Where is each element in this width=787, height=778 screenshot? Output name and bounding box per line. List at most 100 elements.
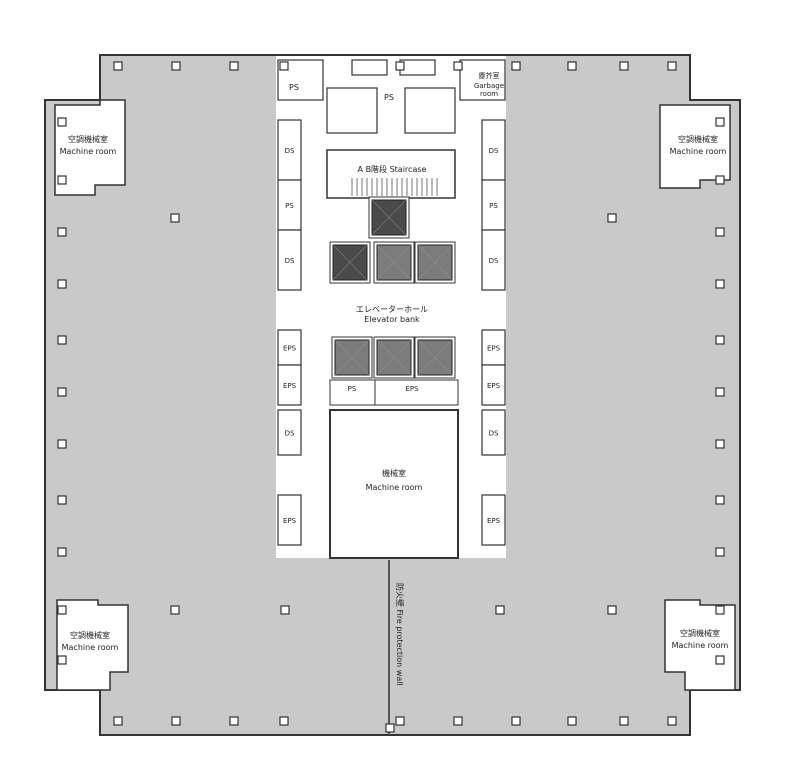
column	[715, 605, 725, 615]
column	[279, 716, 289, 726]
column	[715, 175, 725, 185]
machine-room-bottom-left: 空調機械室 Machine room	[56, 599, 129, 691]
ds-label: DS	[489, 430, 499, 438]
ds-label: DS	[285, 430, 295, 438]
ds-shaft	[277, 409, 302, 456]
machine-room-tr-jp: 空調機械室	[678, 134, 718, 144]
elevator-cross	[332, 244, 368, 281]
column	[607, 213, 617, 223]
column	[57, 227, 67, 237]
eps-room-center	[374, 379, 459, 406]
ds-label: DS	[285, 257, 295, 265]
column	[57, 439, 67, 449]
column	[57, 495, 67, 505]
staircase-label: A B階段 Staircase	[358, 164, 427, 174]
garbage-room-en2: room	[480, 90, 498, 98]
machine-room-top-left: 空調機械室 Machine room	[54, 99, 126, 196]
column	[170, 605, 180, 615]
elevator-hall-jp: エレベーターホール	[356, 305, 428, 314]
ds-label: DS	[489, 257, 499, 265]
column	[495, 605, 505, 615]
fire-protection-wall-label: 防火壁 Fire protection wall	[395, 583, 405, 686]
column	[453, 716, 463, 726]
column	[567, 716, 577, 726]
eps-label: EPS	[487, 382, 501, 390]
ds-shaft	[481, 409, 506, 456]
column	[667, 716, 677, 726]
column	[57, 335, 67, 345]
column	[715, 655, 725, 665]
machine-room-top-right: 空調機械室 Machine room	[659, 104, 731, 189]
elevator-cross	[376, 339, 412, 376]
machine-room-br-jp: 空調機械室	[680, 628, 720, 638]
column	[57, 655, 67, 665]
column	[715, 547, 725, 557]
column	[171, 61, 181, 71]
ds-label: DS	[285, 147, 295, 155]
machine-room-bl-jp: 空調機械室	[70, 630, 110, 640]
ps-label-top-left: PS	[289, 83, 299, 92]
elevator-cross	[417, 244, 453, 281]
eps-label: EPS	[283, 345, 297, 353]
column	[395, 716, 405, 726]
machine-room-center: 機械室 Machine room	[329, 409, 459, 559]
column	[171, 716, 181, 726]
ds-shaft	[277, 229, 302, 291]
ps-label-center: PS	[348, 385, 357, 393]
column	[715, 439, 725, 449]
column	[113, 716, 123, 726]
eps-shaft	[481, 494, 506, 546]
ps-label: PS	[285, 202, 294, 210]
column	[511, 61, 521, 71]
column	[57, 279, 67, 289]
elevator-cross	[334, 339, 370, 376]
column	[280, 605, 290, 615]
column	[715, 495, 725, 505]
ps-room-center	[329, 379, 376, 406]
column	[607, 605, 617, 615]
eps-shaft	[277, 494, 302, 546]
ps-label-top-center: PS	[384, 93, 394, 102]
elevator-cross	[417, 339, 453, 376]
staircase: A B階段 Staircase	[326, 149, 456, 199]
column	[57, 387, 67, 397]
machine-room-bottom-right: 空調機械室 Machine room	[664, 599, 736, 691]
machine-room-tr-en: Machine room	[670, 147, 727, 156]
eps-label: EPS	[283, 517, 297, 525]
machine-room-center-en: Machine room	[366, 483, 423, 492]
eps-label: EPS	[283, 382, 297, 390]
elevator-shafts	[329, 196, 456, 379]
column	[170, 213, 180, 223]
column	[113, 61, 123, 71]
column	[715, 279, 725, 289]
eps-shaft	[481, 364, 506, 406]
column	[715, 227, 725, 237]
column	[715, 387, 725, 397]
column	[57, 175, 67, 185]
column	[395, 61, 405, 71]
machine-room-center-jp: 機械室	[382, 468, 406, 478]
ps-label: PS	[489, 202, 498, 210]
garbage-room-en1: Garbage	[474, 82, 504, 90]
column	[619, 61, 629, 71]
eps-label: EPS	[487, 517, 501, 525]
column	[715, 117, 725, 127]
column	[279, 61, 289, 71]
eps-shaft	[277, 364, 302, 406]
elevator-cross	[376, 244, 412, 281]
column	[567, 61, 577, 71]
machine-room-br-en: Machine room	[672, 641, 729, 650]
column	[229, 716, 239, 726]
column	[619, 716, 629, 726]
column	[667, 61, 677, 71]
ds-label: DS	[489, 147, 499, 155]
machine-room-tl-en: Machine room	[60, 147, 117, 156]
column	[57, 117, 67, 127]
column	[57, 605, 67, 615]
column	[511, 716, 521, 726]
ds-shaft	[481, 229, 506, 291]
garbage-room-jp: 塵芥室	[479, 71, 500, 80]
elevator-hall-en: Elevator bank	[364, 315, 420, 324]
